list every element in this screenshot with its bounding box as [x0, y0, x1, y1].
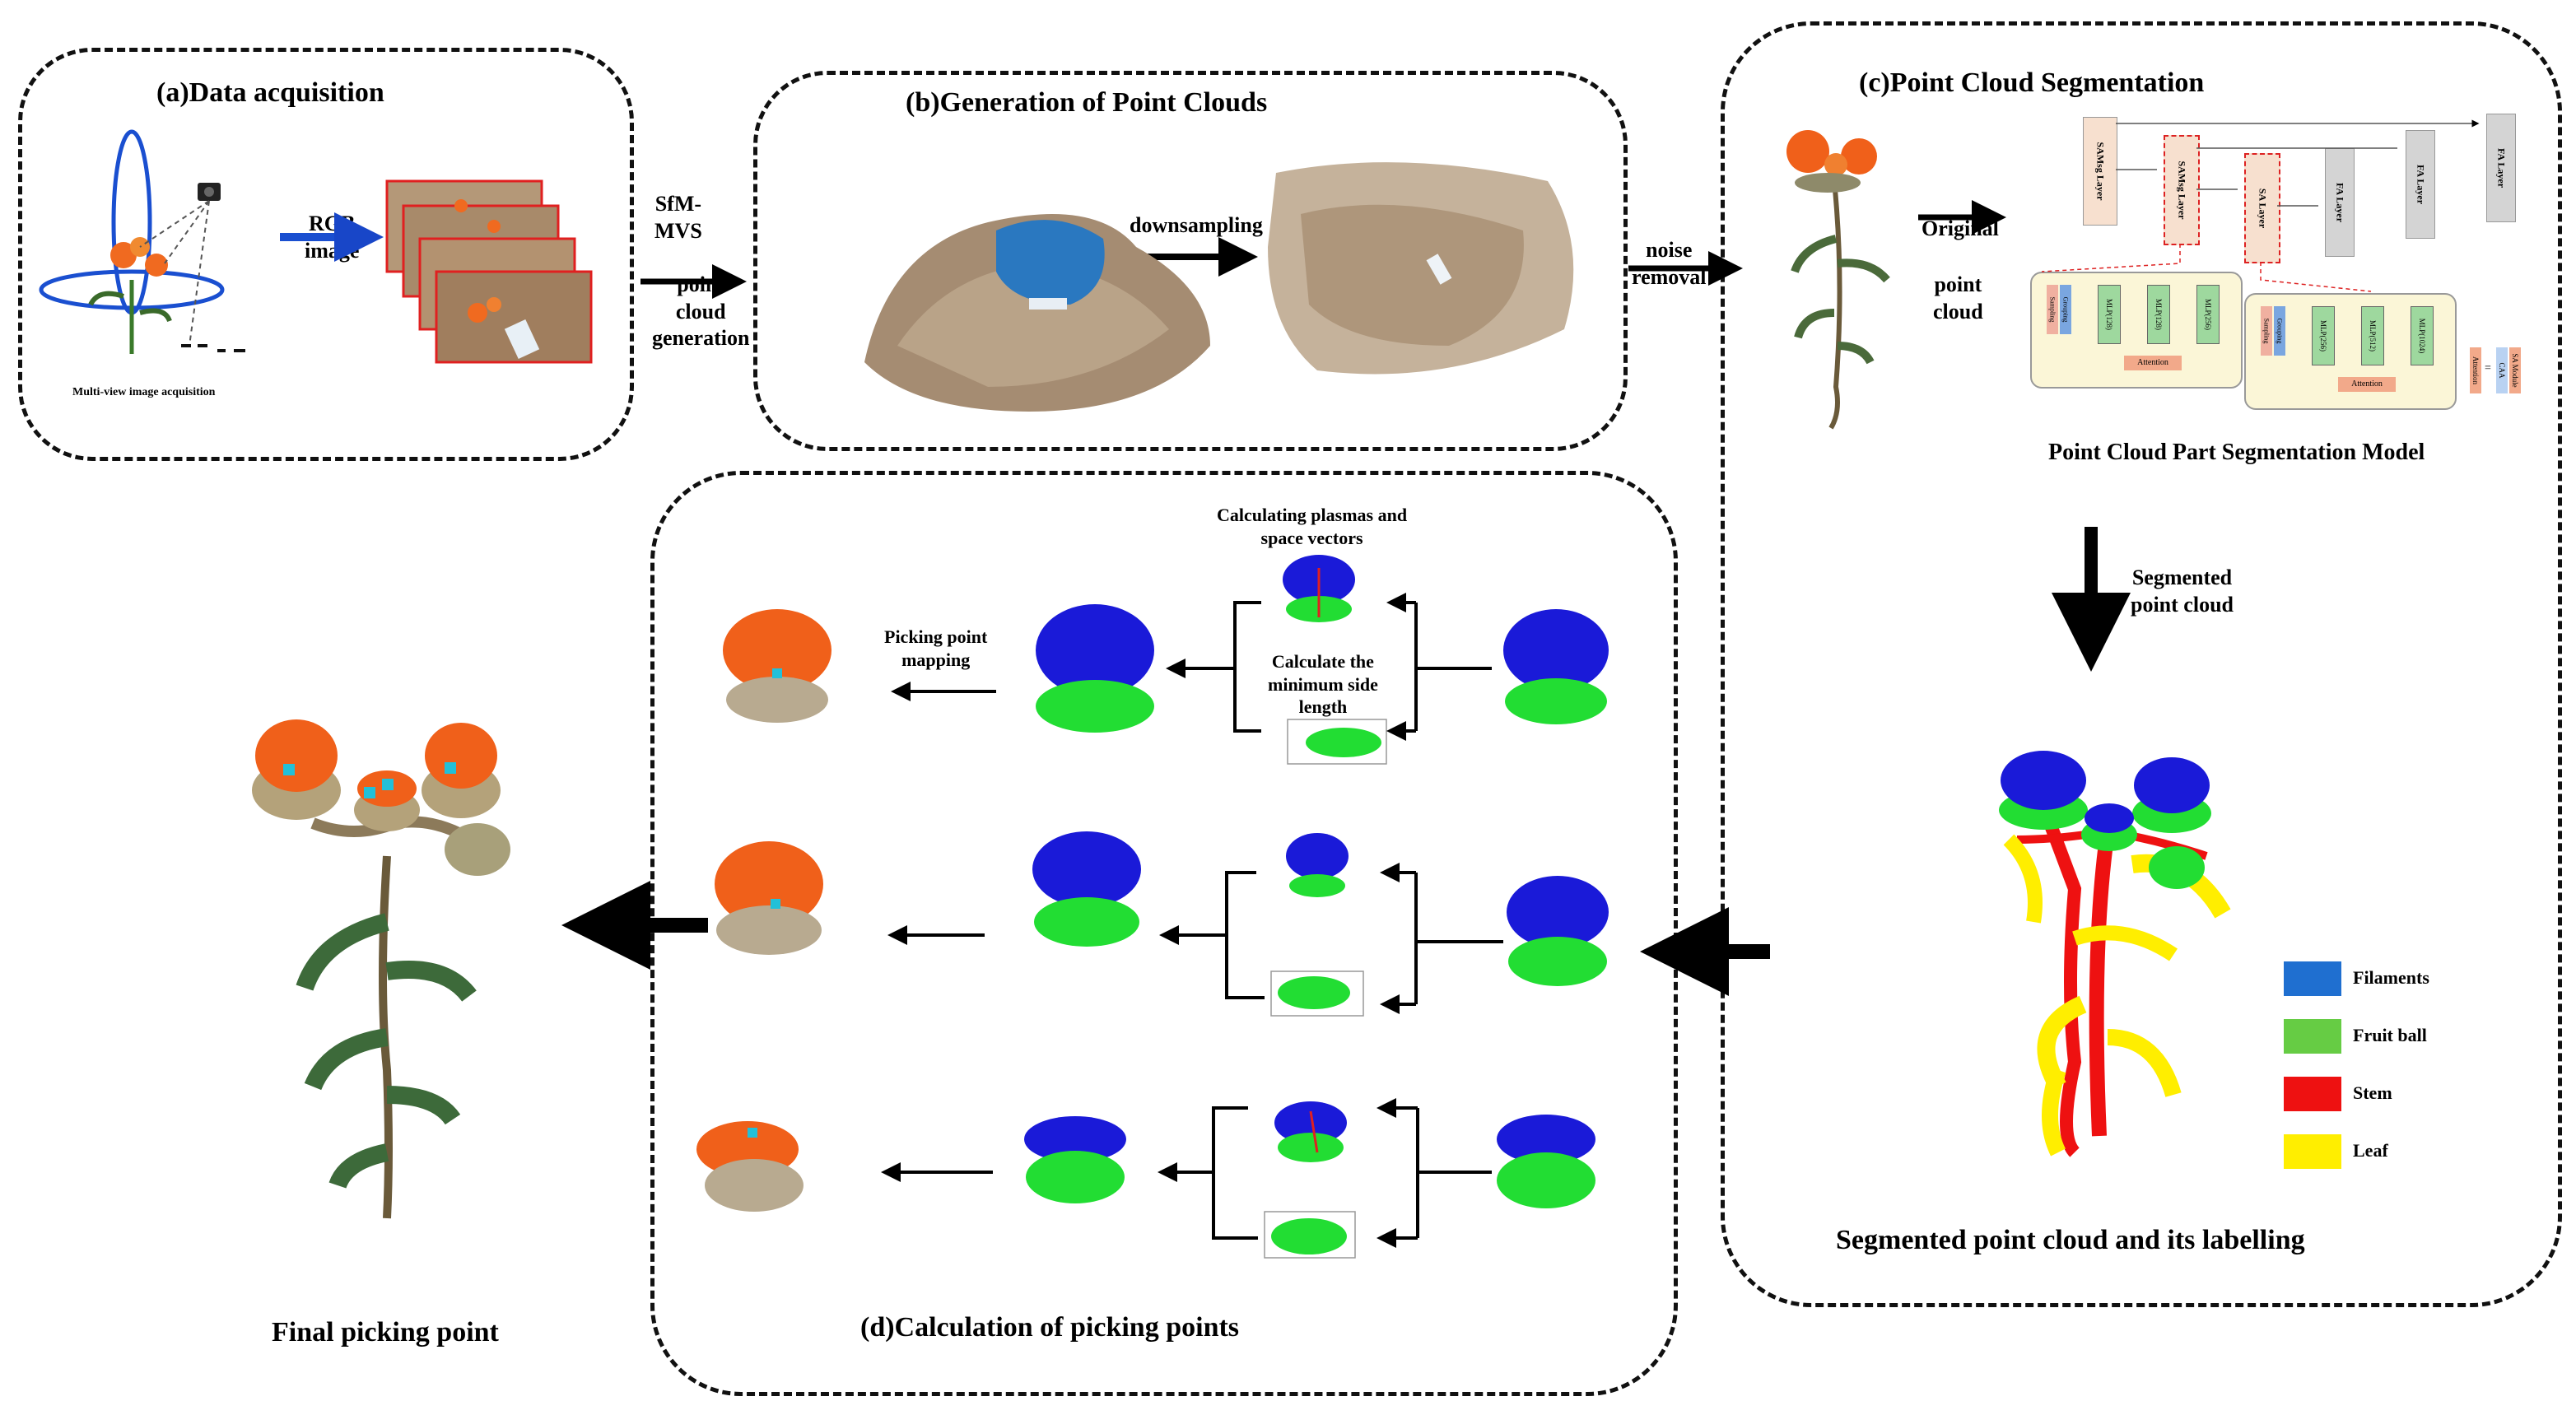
min-side-length-label: Calculate the minimum side length	[1268, 651, 1378, 717]
legend-swatch-filaments	[2284, 961, 2341, 996]
model-legend-sa-module: SA Module	[2509, 347, 2521, 393]
legend-swatch-fruit-ball	[2284, 1019, 2341, 1054]
block1-sampling: Sampling	[2047, 285, 2058, 334]
legend-swatch-leaf	[2284, 1134, 2341, 1169]
panel-c-title: (c)Point Cloud Segmentation	[1859, 67, 2205, 98]
legend-label-leaf: Leaf	[2353, 1140, 2388, 1161]
panel-b-title: (b)Generation of Point Clouds	[906, 87, 1268, 118]
picking-row-1	[723, 555, 1609, 765]
model-layer-fa-3: FA Layer	[2486, 114, 2516, 222]
model-layer-samsg-2: SAMsg Layer	[2164, 135, 2200, 245]
sfm-mvs-label: SfM- MVS	[654, 192, 702, 243]
block1-mlp-2: MLP(128)	[2147, 285, 2170, 344]
block2-mlp-1: MLP(256)	[2312, 306, 2335, 365]
legend-label-filaments: Filaments	[2353, 967, 2429, 988]
block1-attention: Attention	[2124, 356, 2182, 370]
model-legend-equals: =	[2485, 362, 2491, 375]
segmented-caption: Segmented point cloud and its labelling	[1836, 1225, 2305, 1255]
panel-c-segmentation	[1721, 21, 2562, 1307]
model-layer-fa-2: FA Layer	[2406, 130, 2435, 239]
acquisition-caption: Multi-view image acquisition	[72, 386, 216, 398]
final-plant-cloud	[252, 719, 510, 1219]
segmentation-model-diagram: SAMsg Layer SAMsg Layer SA Layer FA Laye…	[2025, 112, 2544, 417]
legend-swatch-stem	[2284, 1077, 2341, 1111]
block2-mlp-2: MLP(512)	[2361, 306, 2384, 365]
picking-point-mapping-label: Picking point mapping	[884, 626, 988, 670]
model-connections	[2041, 119, 2480, 292]
model-layer-sa: SA Layer	[2244, 153, 2280, 263]
segmented-plant-cloud	[1999, 751, 2231, 1157]
sa-module-block-2: Sampling Grouping MLP(256) MLP(512) MLP(…	[2244, 293, 2457, 410]
panel-a-data-acquisition	[18, 48, 634, 461]
block2-attention: Attention	[2338, 377, 2396, 392]
block2-mlp-3: MLP(1024)	[2411, 306, 2434, 365]
camera-icon	[198, 183, 221, 201]
downsampled-point-cloud	[1268, 162, 1574, 375]
block2-sampling: Sampling	[2261, 306, 2272, 356]
block1-mlp-1: MLP(128)	[2098, 285, 2121, 344]
model-layer-samsg-1: SAMsg Layer	[2083, 117, 2117, 226]
legend-label-stem: Stem	[2353, 1082, 2392, 1103]
picking-row-3	[696, 1101, 1595, 1259]
point-cloud-label: point cloud	[1933, 272, 1983, 323]
plasma-vector-label: Calculating plasmas and space vectors	[1217, 505, 1408, 548]
legend-label-fruit-ball: Fruit ball	[2353, 1025, 2427, 1045]
final-picking-point-label: Final picking point	[272, 1317, 499, 1348]
block1-mlp-3: MLP(256)	[2196, 285, 2220, 344]
picking-flow-arrows	[881, 593, 1503, 1248]
segmented-point-cloud-label: Segmented point cloud	[2131, 566, 2234, 617]
downsampling-label: downsampling	[1130, 213, 1263, 237]
model-title: Point Cloud Part Segmentation Model	[2048, 440, 2425, 465]
model-layer-fa-1: FA Layer	[2325, 148, 2355, 257]
original-plant-cloud	[1786, 130, 1890, 430]
panel-b-point-cloud-generation	[753, 71, 1628, 451]
block2-grouping: Grouping	[2274, 306, 2285, 356]
dense-point-cloud	[864, 214, 1210, 412]
model-legend-caa: CAA	[2496, 347, 2508, 393]
rgb-image-stack	[385, 179, 593, 364]
model-legend-attention: Attention	[2470, 347, 2481, 393]
block1-grouping: Grouping	[2060, 285, 2071, 334]
panel-d-title: (d)Calculation of picking points	[860, 1312, 1240, 1343]
sa-module-block-1: Sampling Grouping MLP(128) MLP(128) MLP(…	[2030, 272, 2243, 389]
picking-row-2	[715, 831, 1609, 1017]
panel-a-title: (a)Data acquisition	[156, 77, 384, 108]
camera-rig-illustration	[39, 129, 245, 354]
